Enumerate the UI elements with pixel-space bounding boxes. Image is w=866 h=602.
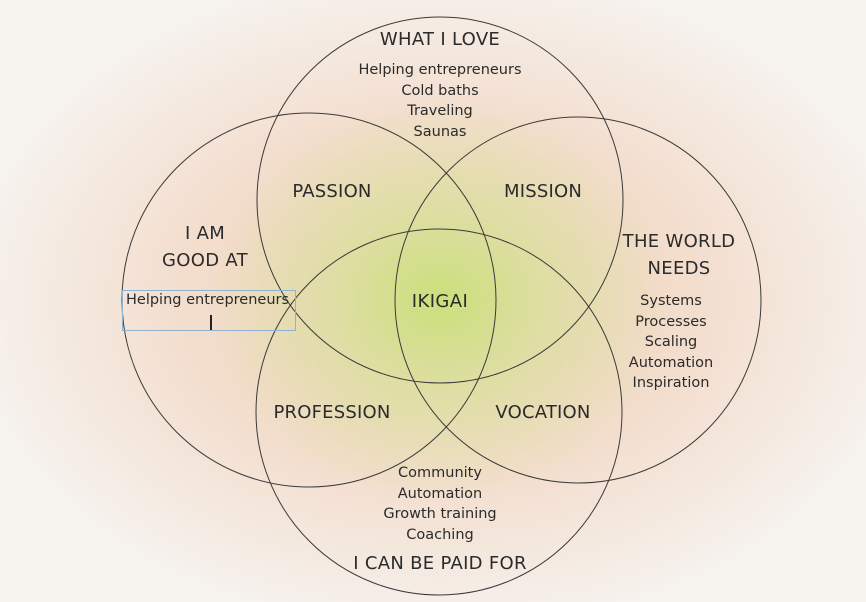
- circle-paid-for: [255, 228, 623, 596]
- list-item: Traveling: [407, 103, 473, 119]
- heading-line: NEEDS: [647, 258, 711, 279]
- heading-good-at: I AM GOOD AT: [162, 220, 248, 274]
- list-item: Processes: [635, 313, 707, 330]
- list-item: Community: [398, 465, 482, 481]
- list-item: Coaching: [406, 526, 474, 543]
- list-item: Growth training: [383, 506, 497, 522]
- circle-world-needs: [394, 116, 762, 484]
- heading-line: I AM: [184, 223, 226, 244]
- list-paid-for: Community Automation Growth training Coa…: [383, 463, 496, 545]
- zone-ikigai-center: IKIGAI: [411, 291, 469, 312]
- good-at-input-value: Helping entrepreneurs: [126, 292, 290, 308]
- heading-line: GOOD AT: [162, 250, 248, 271]
- list-item: Systems: [640, 293, 702, 309]
- zone-passion: PASSION: [292, 181, 372, 202]
- list-item: Inspiration: [632, 375, 710, 391]
- heading-paid-for: I CAN BE PAID FOR: [353, 553, 527, 574]
- heading-world-needs: THE WORLD NEEDS: [623, 228, 736, 282]
- list-item: Automation: [397, 485, 483, 502]
- list-what-i-love: Helping entrepreneurs Cold baths Traveli…: [358, 60, 521, 142]
- circle-what-i-love: [256, 16, 624, 384]
- heading-line: THE WORLD: [622, 231, 736, 252]
- list-item: Automation: [628, 354, 714, 371]
- list-item: Saunas: [413, 123, 467, 140]
- zone-profession: PROFESSION: [273, 402, 391, 423]
- heading-what-i-love: WHAT I LOVE: [379, 29, 501, 50]
- zone-mission: MISSION: [503, 181, 583, 202]
- list-item: Helping entrepreneurs: [358, 62, 522, 78]
- list-item: Cold baths: [401, 82, 479, 99]
- text-caret: [210, 315, 212, 330]
- good-at-text-input[interactable]: Helping entrepreneurs: [122, 290, 296, 331]
- zone-vocation: VOCATION: [495, 402, 591, 423]
- list-item: Scaling: [644, 334, 698, 350]
- list-world-needs: Systems Processes Scaling Automation Ins…: [629, 291, 713, 394]
